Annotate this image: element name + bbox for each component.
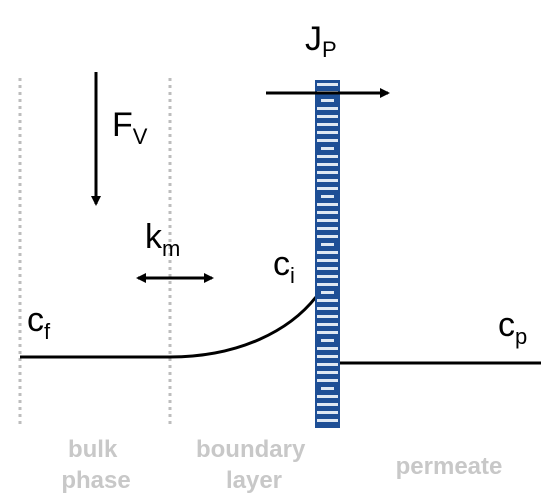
permeate-concentration-label: cp bbox=[498, 306, 527, 349]
membrane-pore-slit bbox=[317, 267, 338, 270]
membrane-pore-slit bbox=[317, 419, 338, 422]
membrane-pore-slit bbox=[317, 259, 338, 262]
membrane-pore-slit bbox=[317, 227, 338, 230]
feed-concentration-label: cf bbox=[27, 301, 51, 344]
membrane-pore-slit bbox=[321, 99, 334, 102]
boundary-layer-label: boundary layer bbox=[196, 436, 312, 494]
membrane-pore-slit bbox=[317, 379, 338, 382]
membrane-pore-slit bbox=[317, 371, 338, 374]
membrane-pore-slit bbox=[317, 115, 338, 118]
membrane-pore-slit bbox=[317, 131, 338, 134]
membrane-pore-slit bbox=[317, 275, 338, 278]
membrane-pore-slit bbox=[317, 299, 338, 302]
membrane-pore-slit bbox=[317, 107, 338, 110]
feed-flow-label: FV bbox=[112, 106, 148, 149]
membrane-pore-slit bbox=[317, 355, 338, 358]
membrane-pore-slit bbox=[317, 187, 338, 190]
membrane-pore-slit bbox=[321, 195, 334, 198]
membrane-pore-slit bbox=[317, 139, 338, 142]
membrane-pore-slit bbox=[317, 315, 338, 318]
membrane-pore-slit bbox=[317, 307, 338, 310]
permeate-flux-label: JP bbox=[305, 20, 337, 62]
membrane-pore-slit bbox=[317, 235, 338, 238]
membrane-pore-slit bbox=[317, 171, 338, 174]
membrane-pore-slit bbox=[317, 179, 338, 182]
interface-concentration-label: ci bbox=[273, 245, 295, 288]
membrane-pore-slit bbox=[317, 403, 338, 406]
membrane-pore-slit bbox=[317, 83, 338, 86]
membrane-pore-slit bbox=[321, 243, 334, 246]
membrane-pore-slit bbox=[317, 219, 338, 222]
membrane-pore-slit bbox=[321, 339, 334, 342]
membrane-pore-slit bbox=[317, 123, 338, 126]
mass-transfer-coefficient-label: km bbox=[145, 218, 180, 261]
membrane bbox=[315, 80, 340, 428]
permeate-region-label: permeate bbox=[396, 453, 503, 480]
bulk-phase-label: bulk phase bbox=[61, 436, 130, 494]
concentration-profile-feed-side bbox=[20, 296, 318, 359]
membrane-pore-slit bbox=[317, 411, 338, 414]
membrane-pore-slit bbox=[317, 155, 338, 158]
membrane-pore-slit bbox=[317, 363, 338, 366]
membrane-pore-slit bbox=[317, 323, 338, 326]
membrane-pore-slit bbox=[321, 291, 334, 294]
membrane-pore-slit bbox=[317, 163, 338, 166]
membrane-pore-slit bbox=[317, 347, 338, 350]
membrane-pore-slit bbox=[321, 387, 334, 390]
membrane-pore-slit bbox=[317, 331, 338, 334]
membrane-pore-slit bbox=[321, 147, 334, 150]
membrane-pore-slit bbox=[317, 203, 338, 206]
membrane-pore-slit bbox=[317, 395, 338, 398]
membrane-pore-slit bbox=[317, 251, 338, 254]
membrane-pore-slit bbox=[317, 283, 338, 286]
membrane-pore-slit bbox=[317, 211, 338, 214]
